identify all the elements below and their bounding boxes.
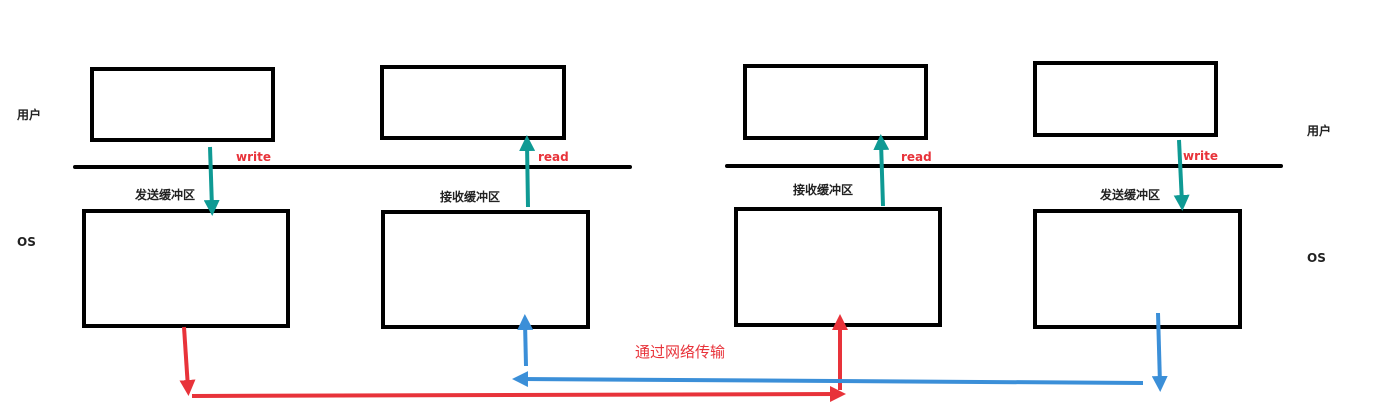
read-arrow-left — [519, 135, 536, 208]
send-buffer-label-left: 发送缓冲区 — [134, 187, 195, 202]
send-buffer-label-right: 发送缓冲区 — [1099, 187, 1160, 202]
write-arrow-right — [1173, 139, 1190, 211]
write-label-right: write — [1183, 149, 1218, 163]
send-buffer-box-left — [82, 209, 290, 328]
recv-buffer-box-left — [381, 210, 590, 329]
os-label-left: OS — [17, 235, 36, 249]
read-arrow-right — [873, 134, 890, 207]
os-label-right: OS — [1307, 251, 1326, 265]
network-transfer-label: 通过网络传输 — [635, 343, 725, 361]
user-box-sender — [90, 67, 275, 142]
user-label-left: 用户 — [16, 107, 41, 122]
user-box-receiver-left — [380, 65, 566, 140]
recv-buffer-label-right: 接收缓冲区 — [793, 182, 853, 197]
send-buffer-box-right — [1033, 209, 1242, 329]
blue-arrow-up — [517, 314, 534, 367]
red-arrow-horizontal — [191, 386, 846, 403]
blue-arrow-horizontal — [512, 371, 1144, 388]
red-arrow-down — [179, 326, 196, 396]
user-box-sender-right — [1033, 61, 1218, 137]
user-box-receiver-right — [743, 64, 928, 140]
write-arrow-left — [203, 146, 220, 216]
user-label-right: 用户 — [1306, 123, 1331, 138]
recv-buffer-label-left: 接收缓冲区 — [440, 189, 500, 204]
blue-arrow-down — [1151, 312, 1168, 392]
recv-buffer-box-right — [734, 207, 942, 327]
read-label-right: read — [901, 150, 932, 164]
write-label-left: write — [236, 150, 271, 164]
read-label-left: read — [538, 150, 569, 164]
